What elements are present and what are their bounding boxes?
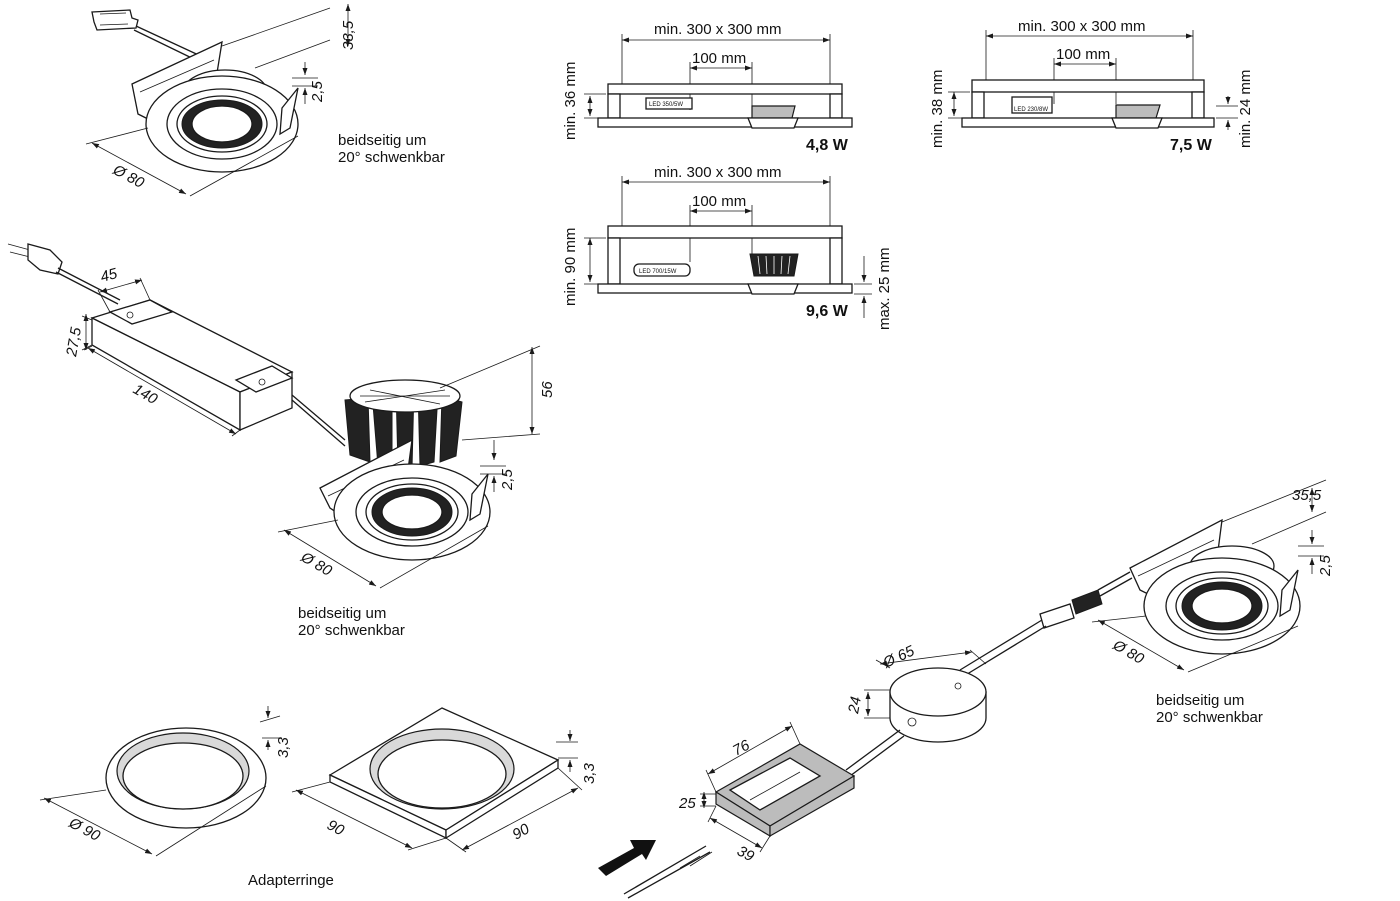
section-min-height: min. 90 mm <box>562 228 579 306</box>
dim-diameter: Ø 80 <box>297 548 335 580</box>
section-power: 4,8 W <box>806 137 849 154</box>
square-ring-height: 3,3 <box>581 762 598 784</box>
dim-driver-length: 76 <box>730 736 753 759</box>
installation-section-1: min. 300 x 300 mm 100 mm LED 350/5W min.… <box>562 21 853 154</box>
heatsink-section <box>749 253 799 277</box>
dim-diameter: Ø 80 <box>109 161 147 192</box>
dim-tilt: 2,5 <box>499 468 516 491</box>
square-ring-depth: 90 <box>510 820 534 843</box>
dim-driver-width: 39 <box>734 843 757 866</box>
dim-driver-height: 27,5 <box>63 325 85 358</box>
section-power: 9,6 W <box>806 303 849 320</box>
round-adapter-ring: 3,3 Ø 90 <box>39 706 292 857</box>
tilt-note-line1: beidseitig um <box>298 605 386 622</box>
dim-tilt: 2,5 <box>309 80 326 103</box>
dim-driver-height: 25 <box>678 795 696 812</box>
dim-height: 35,5 <box>1292 487 1322 504</box>
installation-section-3: min. 300 x 300 mm 100 mm LED 700/15W min… <box>562 164 893 330</box>
mains-plug <box>7 243 121 305</box>
tilt-note-line2: 20° schwenkbar <box>338 149 445 166</box>
dim-diameter: Ø 80 <box>1109 636 1147 668</box>
tilt-note-line1: beidseitig um <box>338 132 426 149</box>
round-ring-height: 3,3 <box>275 736 292 758</box>
installation-section-2: min. 300 x 300 mm 100 mm LED 230/8W min.… <box>929 18 1254 154</box>
dim-height: 56 <box>539 381 556 398</box>
dim-driver-length: 140 <box>130 381 161 409</box>
square-ring-width: 90 <box>324 817 347 840</box>
section-spacing: 100 mm <box>692 193 746 210</box>
section-min-height: min. 38 mm <box>929 70 946 148</box>
section-area: min. 300 x 300 mm <box>654 164 782 181</box>
heatsink <box>344 379 463 471</box>
driver-label: LED 350/5W <box>649 102 683 108</box>
section-spacing: 100 mm <box>1056 46 1110 63</box>
section-spacing: 100 mm <box>692 50 746 67</box>
section-area: min. 300 x 300 mm <box>654 21 782 38</box>
led-driver-76 <box>714 743 856 838</box>
tilt-note-line2: 20° schwenkbar <box>1156 709 1263 726</box>
driver-label: LED 230/8W <box>1014 107 1048 113</box>
adapter-rings-title: Adapterringe <box>248 872 334 889</box>
spotlight-drawing-3: 35,5 2,5 Ø 80 beidseitig um 20° schwenkb… <box>598 479 1334 899</box>
junction-box <box>889 667 987 743</box>
dim-tilt: 2,5 <box>1317 554 1334 577</box>
driver-label: LED 700/15W <box>639 269 677 275</box>
section-min-height: min. 36 mm <box>562 62 579 140</box>
direction-arrow <box>598 840 656 876</box>
tilt-note-line2: 20° schwenkbar <box>298 622 405 639</box>
dim-box-diameter: Ø 65 <box>880 642 918 672</box>
section-side-height: min. 24 mm <box>1237 70 1254 148</box>
dim-driver-width: 45 <box>99 265 120 286</box>
section-power: 7,5 W <box>1170 137 1213 154</box>
dim-height: 33,5 <box>340 20 357 50</box>
tilt-note-line1: beidseitig um <box>1156 692 1244 709</box>
section-area: min. 300 x 300 mm <box>1018 18 1146 35</box>
dim-box-height: 24 <box>845 695 865 715</box>
adapter-rings: 3,3 Ø 90 3,3 90 90 Adapterringe <box>39 706 598 889</box>
square-adapter-ring: 3,3 90 90 <box>291 707 598 853</box>
spotlight-drawing-2: 27,5 140 45 56 2,5 <box>7 243 556 639</box>
spotlight-drawing-1: 33,5 2,5 Ø 80 beidseitig um 20° schwenkb… <box>85 4 445 197</box>
section-side-height: max. 25 mm <box>876 247 893 330</box>
connector-plug <box>91 9 206 63</box>
